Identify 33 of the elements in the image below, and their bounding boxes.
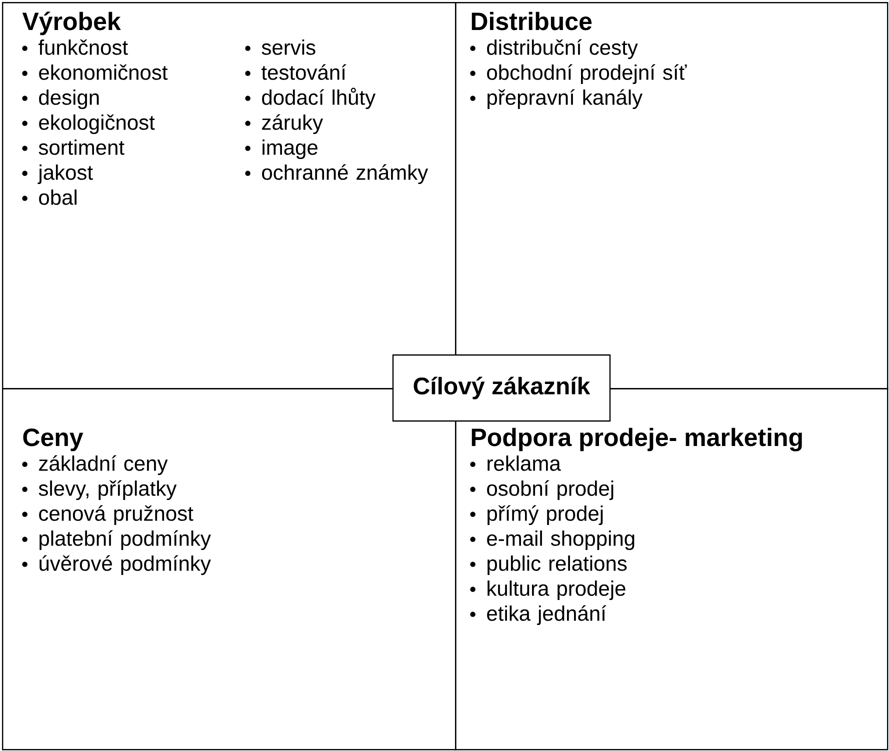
list-item: obal: [22, 189, 76, 205]
heading: Ceny: [23, 428, 84, 452]
list-item: ochranné známky: [245, 164, 428, 184]
heading: Podpora prodeje- marketing: [472, 428, 802, 452]
list-item: ekonomičnost: [22, 64, 168, 80]
list-item: ekologičnost: [22, 114, 155, 134]
list-item: image: [245, 139, 318, 160]
list-item: záruky: [245, 114, 323, 134]
list-item: testování: [245, 64, 346, 80]
list-item: sortiment: [22, 139, 124, 155]
list-item: osobní prodej: [470, 480, 614, 500]
list-item: etika jednání: [470, 605, 606, 626]
list-item: obchodní prodejní síť: [470, 64, 687, 84]
list-item: public relations: [470, 555, 627, 576]
heading: Distribuce: [472, 12, 592, 30]
list-item: cenová pružnost: [22, 505, 194, 526]
list-item: dodací lhůty: [245, 88, 376, 110]
list-item: úvěrové podmínky: [22, 555, 211, 576]
list-item: reklama: [470, 455, 561, 471]
list-item: funkčnost: [22, 39, 128, 55]
list-item: přímý prodej: [470, 505, 603, 526]
list-item: platební podmínky: [22, 530, 211, 550]
list-item: distribuční cesty: [470, 39, 638, 60]
list-item: servis: [245, 39, 316, 55]
list-item: kultura prodeje: [470, 580, 626, 600]
list-item: základní ceny: [22, 455, 168, 476]
list-item: přepravní kanály: [470, 89, 643, 110]
list-item: e-mail shopping: [470, 530, 634, 550]
list-item: jakost: [22, 164, 93, 184]
list-item: design: [22, 89, 99, 110]
heading: Výrobek: [22, 12, 121, 36]
list-item: slevy, příplatky: [22, 480, 177, 500]
target-box: Cílový zákazník: [392, 354, 611, 422]
